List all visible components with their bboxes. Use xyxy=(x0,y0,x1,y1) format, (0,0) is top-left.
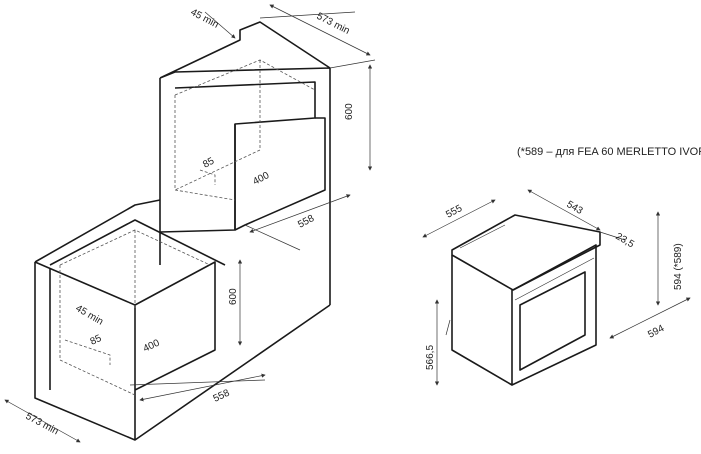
lower-vent-depth-label: 400 xyxy=(142,338,162,355)
lower-height-label: 600 xyxy=(228,288,239,305)
oven-drawing xyxy=(422,189,691,386)
model-note: (*589 – для FEA 60 MERLETTO IVORY) xyxy=(517,146,701,158)
lower-depth-label: 573 min xyxy=(24,411,61,437)
oven-depth-label: 543 xyxy=(565,199,585,217)
lower-cabinet xyxy=(34,199,331,441)
lower-width-label: 558 xyxy=(212,388,232,405)
upper-width-label: 558 xyxy=(296,213,316,231)
upper-gap-label: 45 min xyxy=(189,7,221,31)
oven-door-label: 23,5 xyxy=(614,231,637,250)
oven-height-label: 594 (*589) xyxy=(673,243,684,290)
oven-body-height-label: 566,5 xyxy=(425,345,436,370)
upper-height-label: 600 xyxy=(344,103,355,120)
upper-vent-depth-label: 400 xyxy=(251,170,271,188)
lower-gap-label: 45 min xyxy=(74,303,105,328)
oven-top-width-label: 555 xyxy=(444,203,464,221)
upper-cabinet xyxy=(159,21,331,305)
upper-depth-label: 573 min xyxy=(315,11,352,37)
oven-width-label: 594 xyxy=(646,323,666,341)
upper-vent-label: 85 xyxy=(201,156,216,171)
dimension-lines xyxy=(4,4,376,443)
lower-vent-label: 85 xyxy=(89,333,104,348)
